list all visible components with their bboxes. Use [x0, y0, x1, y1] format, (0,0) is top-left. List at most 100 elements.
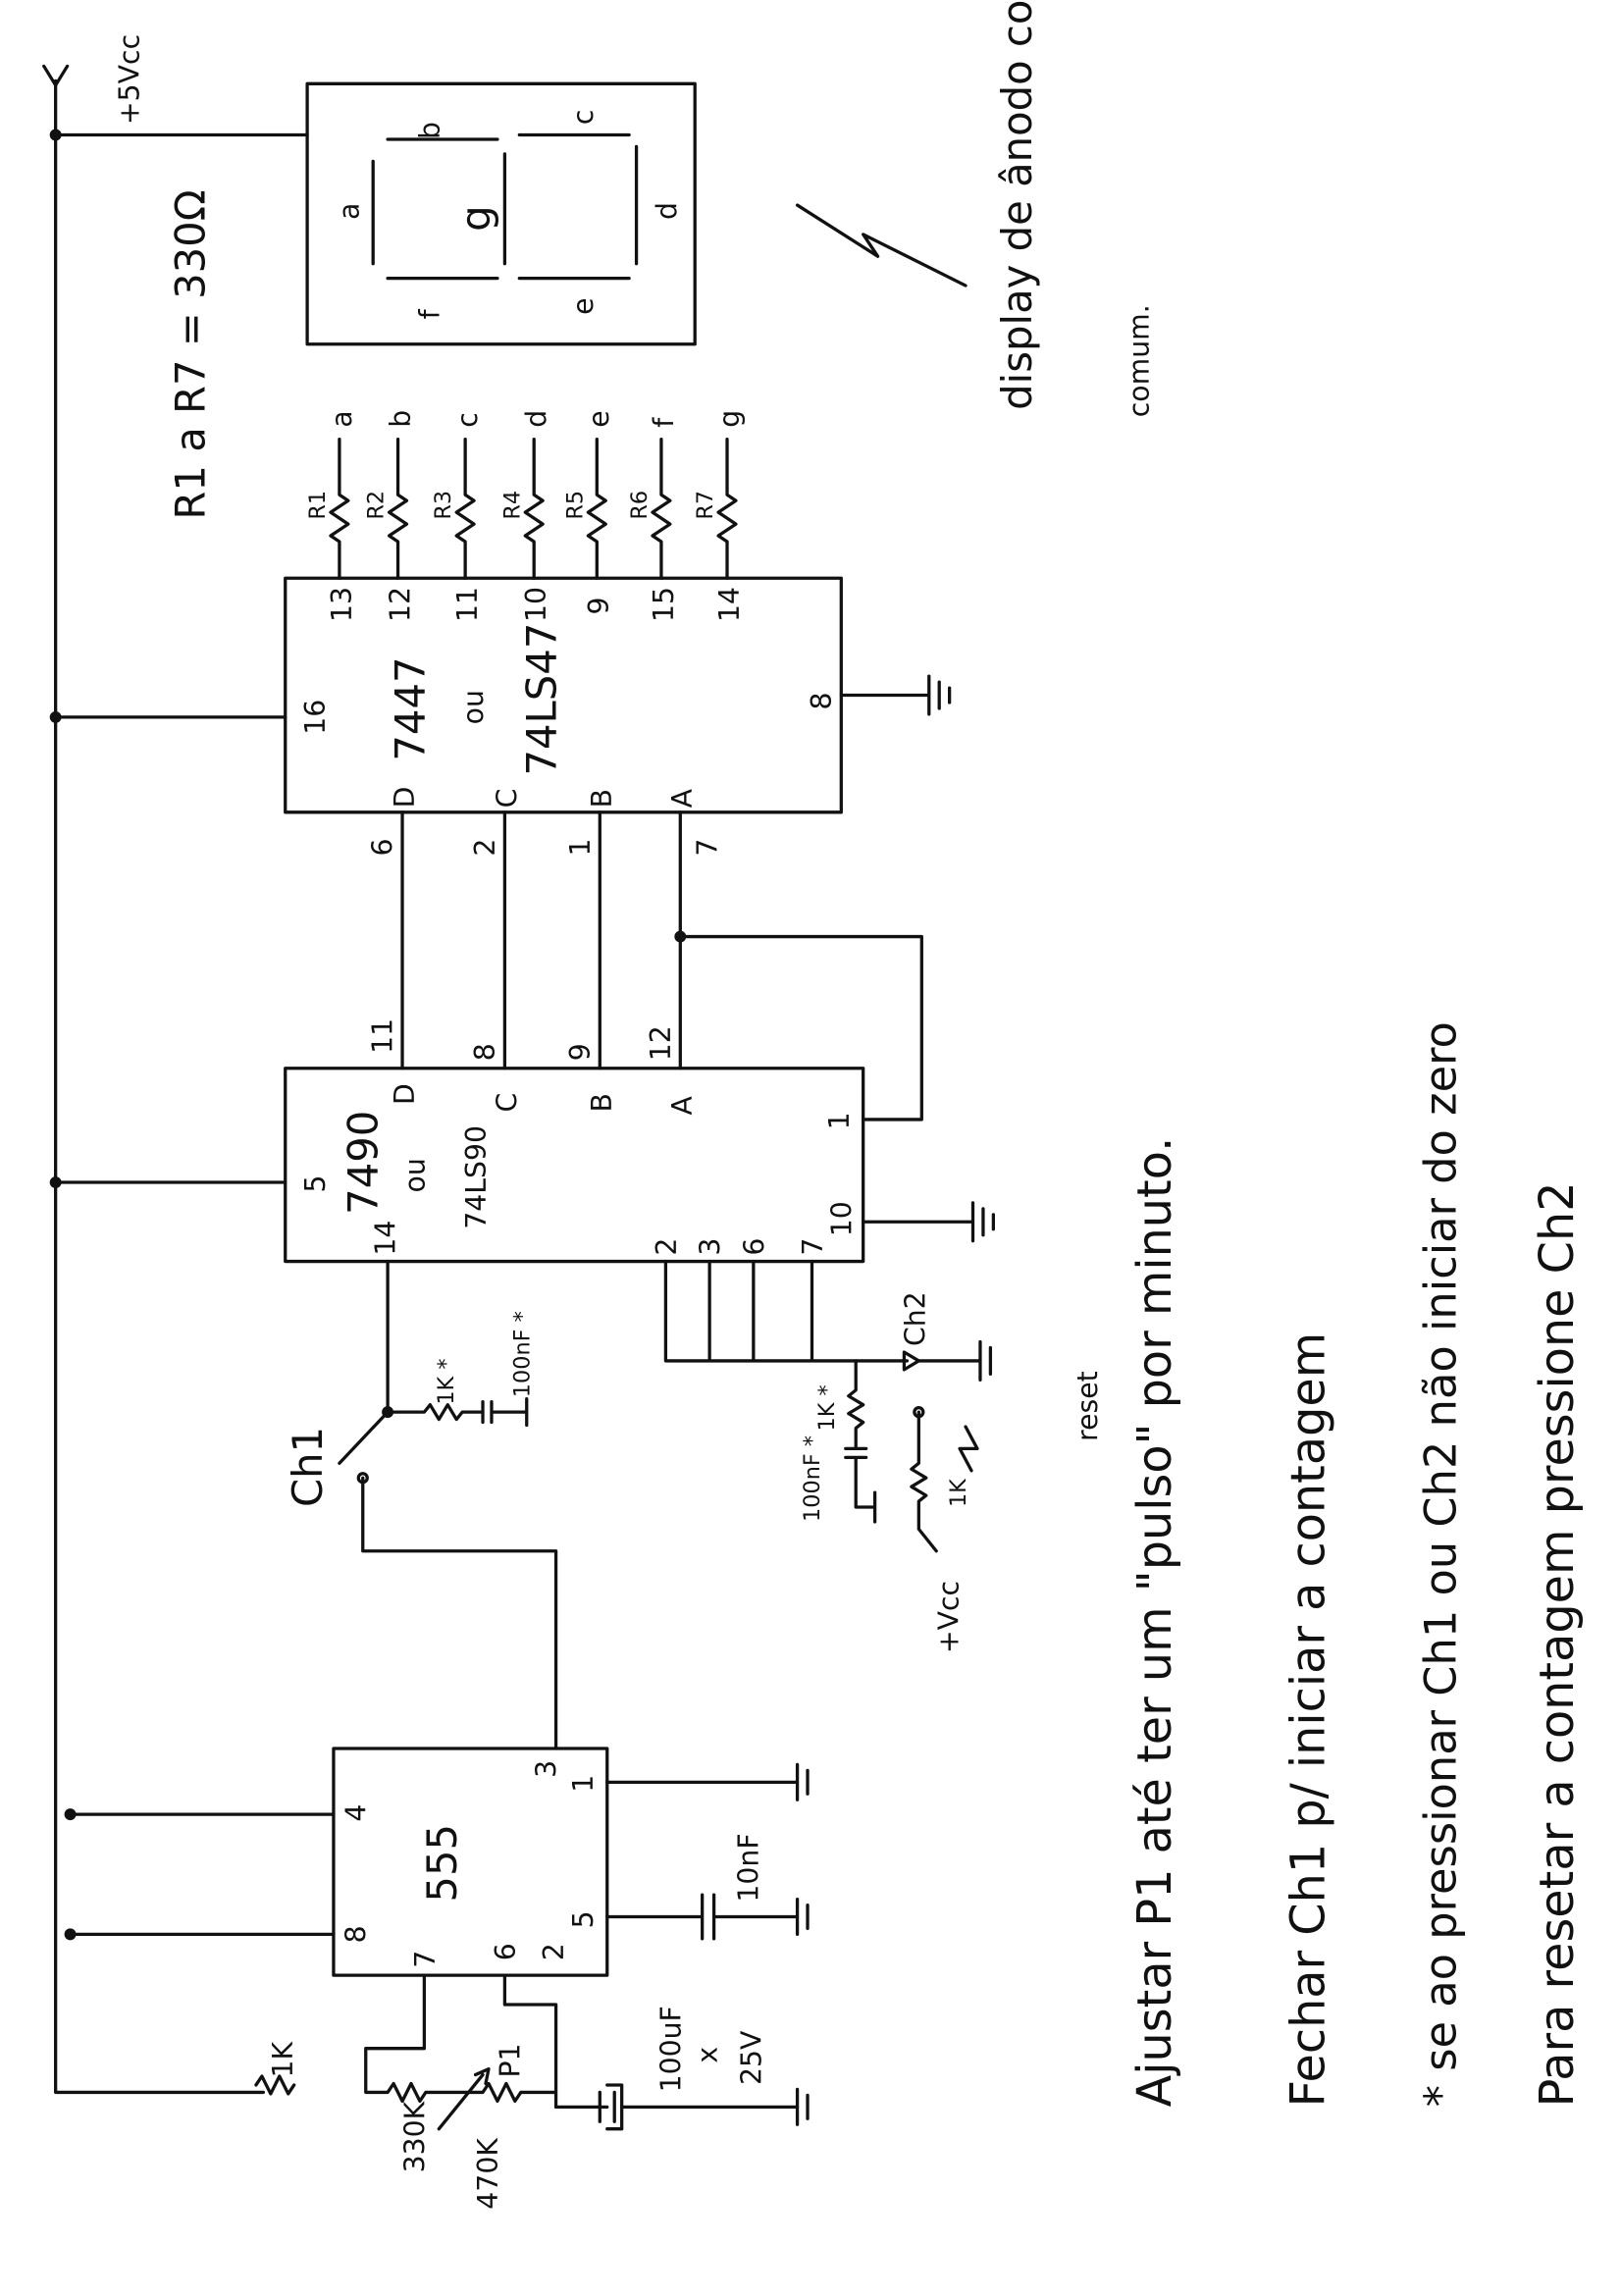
- note-start: Fechar Ch1 p/ iniciar a contagem: [1281, 1332, 1335, 2108]
- timer-pin-1: 1: [567, 1775, 600, 1793]
- note-reset: Para resetar a contagem pressione Ch2: [1531, 1181, 1585, 2107]
- counter-pin-10: 10: [826, 1201, 859, 1236]
- reset-resistor-label: 1K: [946, 1478, 971, 1507]
- resistor-label: R6: [627, 491, 653, 520]
- counter-outputs: D C B A 11 8 9 12 2 3 6 7: [367, 1018, 829, 1256]
- pin-label: 15: [648, 587, 680, 622]
- timer-pot-label: 470K: [472, 2137, 504, 2210]
- input-pin: 1: [564, 839, 597, 857]
- output-label: e: [583, 410, 615, 427]
- display-note-line2: comum.: [1123, 304, 1155, 417]
- reset-pin: 7: [797, 1238, 829, 1256]
- reset-pin: 6: [738, 1238, 770, 1256]
- timer-r1-label: 1K: [267, 2041, 299, 2078]
- timer-pot-name: P1: [494, 2043, 526, 2077]
- timer-name: 555: [418, 1824, 466, 1903]
- segment-label-f: f: [413, 308, 445, 319]
- pin-label: 14: [713, 587, 746, 622]
- segment-label-e: e: [567, 297, 600, 314]
- input-letter: B: [586, 789, 618, 808]
- debounce-r1-label: 1K *: [434, 1358, 459, 1404]
- input-letter: C: [491, 789, 523, 809]
- timer-r2-label: 330K: [398, 2100, 431, 2172]
- pointer-arrow: [795, 203, 967, 287]
- note-adjust: Ajustar P1 até ter um "pulso" por minuto…: [1128, 1137, 1182, 2108]
- debounce-c2-label: 100nF *: [800, 1435, 825, 1522]
- display-note-line1: display de ânodo comum: [993, 0, 1041, 410]
- timer-cap-voltage: 25V: [735, 2030, 767, 2085]
- note-footnote: * se ao pressionar Ch1 ou Ch2 não inicia…: [1415, 1021, 1467, 2107]
- output-pin: 8: [469, 1043, 501, 1061]
- input-pin: 7: [692, 839, 724, 857]
- resistor-label: R3: [431, 491, 456, 520]
- timer-cap-x: x: [692, 2047, 724, 2063]
- pin-label: 13: [326, 587, 358, 622]
- timer-pin-8: 8: [340, 1925, 373, 1943]
- output-pin: 12: [645, 1025, 677, 1061]
- segment-label-b: b: [413, 122, 445, 139]
- input-letter: D: [389, 787, 421, 809]
- decoder-name: 7447: [386, 656, 434, 760]
- vcc-label-reset: +Vcc: [933, 1581, 966, 1653]
- output-letter: A: [666, 1095, 699, 1115]
- output-label: a: [326, 410, 358, 427]
- output-pin: 9: [564, 1043, 597, 1061]
- resistor-label: R4: [499, 491, 525, 520]
- input-letter: A: [666, 788, 699, 808]
- input-pin: 6: [367, 839, 399, 857]
- resistor-label: R1: [305, 491, 331, 520]
- output-label: c: [451, 412, 484, 428]
- ch1-label: Ch1: [284, 1427, 332, 1507]
- counter-alt: 74LS90: [460, 1125, 493, 1229]
- decoder-output-pins: 13 12 11 10 9 15 14: [326, 587, 746, 622]
- resistor-note: R1 a R7 = 330Ω: [167, 189, 215, 519]
- timer-cap-value: 100uF: [654, 2006, 687, 2092]
- counter-name: 7490: [340, 1111, 388, 1215]
- output-pin: 11: [367, 1018, 399, 1054]
- resistor-label: R2: [364, 491, 390, 520]
- ch1-switch: [338, 1259, 558, 1750]
- pin-label: 11: [451, 587, 484, 622]
- output-label: d: [520, 410, 552, 428]
- output-label: g: [713, 410, 746, 428]
- timer-ctrl-cap-label: 10nF: [732, 1833, 764, 1902]
- reset-pin: 2: [651, 1238, 683, 1256]
- decoder-inputs: D C B A 6 2 1 7: [367, 787, 724, 857]
- output-label: b: [384, 410, 416, 428]
- seven-segment-display: [305, 81, 697, 346]
- debounce-r2-label: 1K *: [814, 1384, 840, 1431]
- counter-pin-1: 1: [823, 1112, 856, 1129]
- pin-label: 9: [583, 598, 615, 615]
- counter-pin-14: 14: [370, 1221, 402, 1256]
- segment-label-g: g: [451, 205, 499, 232]
- supply-label: +5Vcc: [114, 34, 146, 125]
- counter-ic: [284, 1067, 996, 1382]
- counter-or: ou: [398, 1158, 431, 1192]
- timer-pin-3: 3: [531, 1760, 563, 1778]
- timer-ic: [254, 1747, 810, 2131]
- ch2-label: Ch2: [899, 1291, 931, 1346]
- bcd-bus: [400, 810, 923, 1122]
- segment-output-labels: a b c d e f g: [326, 410, 746, 428]
- decoder-ic: [284, 437, 952, 814]
- reset-pin: 3: [695, 1238, 727, 1256]
- reset-network: [844, 1359, 979, 1553]
- decoder-or: ou: [457, 690, 490, 724]
- segment-label-a: a: [333, 203, 365, 220]
- output-letter: B: [586, 1093, 618, 1112]
- decoder-alt: 74LS47: [518, 623, 566, 776]
- segment-label-c: c: [567, 109, 600, 125]
- timer-pin-2: 2: [538, 1943, 570, 1960]
- counter-pin-5: 5: [299, 1174, 332, 1192]
- input-pin: 2: [469, 839, 501, 857]
- timer-pin-6: 6: [490, 1943, 522, 1960]
- decoder-pin-8: 8: [806, 692, 838, 709]
- timer-pin-5: 5: [567, 1910, 600, 1928]
- resistor-label: R7: [693, 491, 718, 520]
- decoder-pin-16: 16: [299, 700, 332, 735]
- output-label: f: [648, 417, 680, 428]
- resistor-label: R5: [562, 491, 588, 520]
- resistor-labels: R1 R2 R3 R4 R5 R6 R7: [305, 491, 718, 520]
- timer-pin-7: 7: [409, 1951, 442, 1968]
